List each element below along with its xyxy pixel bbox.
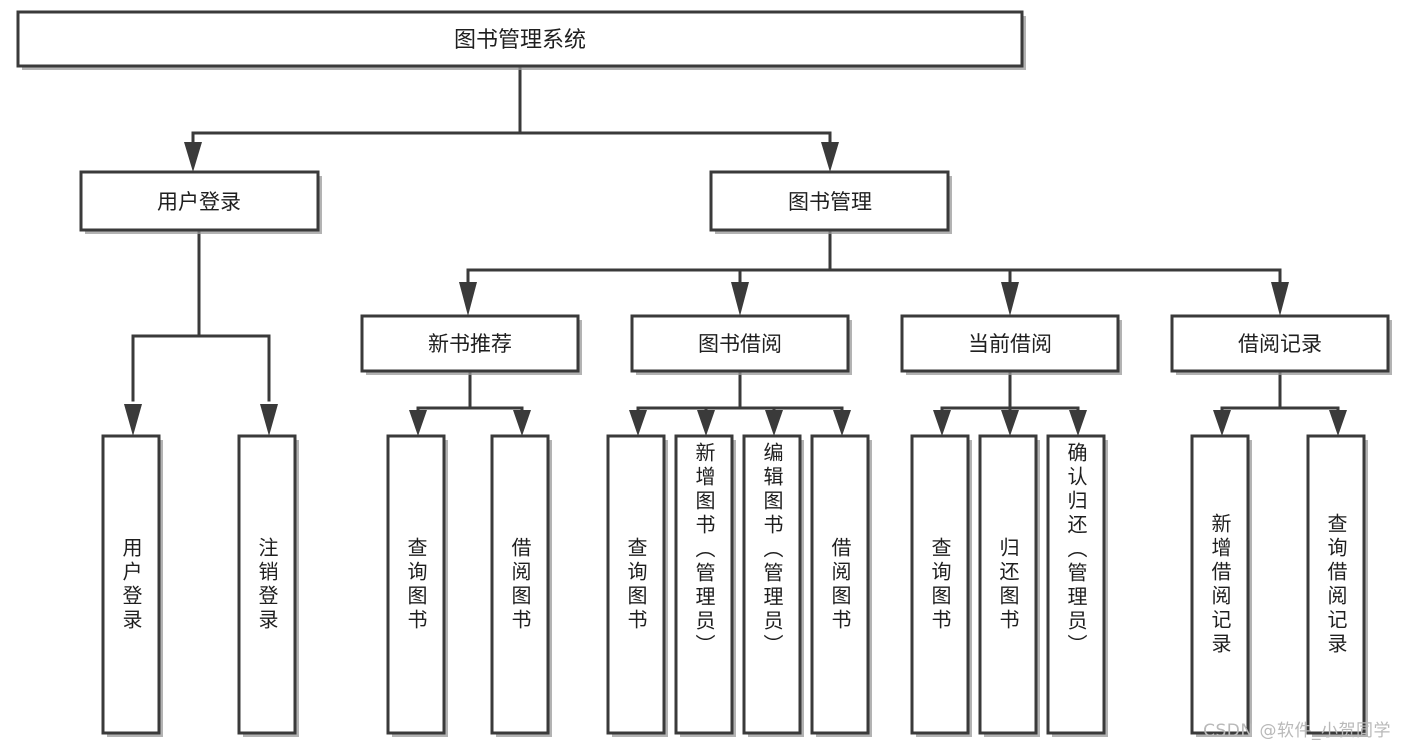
- leaf-box-borrowrecord-2[interactable]: [1306, 434, 1368, 737]
- arrow-l3-borrow: [731, 282, 749, 316]
- connector-group: [124, 66, 1347, 436]
- leaf-box-borrowrecord-1[interactable]: [1190, 434, 1252, 737]
- leaf-box-user-login-1[interactable]: [101, 434, 163, 737]
- node-current-borrow-label: 当前借阅: [968, 332, 1052, 356]
- arrow-leaf-bb-1: [629, 410, 647, 436]
- leaf-box-newbook-1[interactable]: [386, 434, 448, 737]
- node-book-management-label: 图书管理: [788, 190, 872, 214]
- arrow-leaf-cb-1: [933, 410, 951, 436]
- node-root[interactable]: 图书管理系统: [16, 10, 1026, 70]
- arrow-leaf-user-login-1: [124, 404, 142, 436]
- node-book-borrow[interactable]: 图书借阅: [630, 314, 852, 375]
- node-borrow-record-label: 借阅记录: [1238, 332, 1322, 356]
- node-current-borrow[interactable]: 当前借阅: [900, 314, 1122, 375]
- arrow-leaf-user-login-2: [260, 404, 278, 436]
- leaf-box-user-login-2[interactable]: [237, 434, 299, 737]
- node-root-label: 图书管理系统: [454, 28, 586, 53]
- arrow-leaf-br-1: [1213, 410, 1231, 436]
- leaf-box-currentborrow-1[interactable]: [910, 434, 972, 737]
- node-user-login-label: 用户登录: [157, 190, 241, 214]
- arrow-l3-record: [1271, 282, 1289, 316]
- arrow-leaf-bb-4: [833, 410, 851, 436]
- arrow-leaf-cb-2: [1001, 410, 1019, 436]
- arrow-leaf-newbook-2: [513, 410, 531, 436]
- arrow-leaf-newbook-1: [409, 410, 427, 436]
- node-book-borrow-label: 图书借阅: [698, 332, 782, 356]
- arrow-user-login: [184, 142, 202, 172]
- leaf-box-bookborrow-4[interactable]: [810, 434, 872, 737]
- arrow-l3-current: [1001, 282, 1019, 316]
- watermark-text: CSDN @软件_小贺同学: [1203, 721, 1391, 741]
- leaf-box-bookborrow-3[interactable]: [742, 434, 804, 737]
- leaf-box-bookborrow-2[interactable]: [674, 434, 736, 737]
- node-new-book-recommend-label: 新书推荐: [428, 332, 512, 356]
- node-borrow-record[interactable]: 借阅记录: [1170, 314, 1392, 375]
- node-book-management[interactable]: 图书管理: [709, 170, 952, 234]
- leaf-box-currentborrow-3[interactable]: [1046, 434, 1108, 737]
- leaf-box-currentborrow-2[interactable]: [978, 434, 1040, 737]
- arrow-book-manage: [821, 142, 839, 172]
- arrow-l3-new-book: [459, 282, 477, 316]
- arrow-leaf-bb-2: [697, 410, 715, 436]
- arrow-leaf-bb-3: [765, 410, 783, 436]
- leaf-box-newbook-2[interactable]: [490, 434, 552, 737]
- node-user-login[interactable]: 用户登录: [79, 170, 322, 234]
- leaf-box-bookborrow-1[interactable]: [606, 434, 668, 737]
- arrow-leaf-cb-3: [1069, 410, 1087, 436]
- arrow-leaf-br-2: [1329, 410, 1347, 436]
- node-new-book-recommend[interactable]: 新书推荐: [360, 314, 582, 375]
